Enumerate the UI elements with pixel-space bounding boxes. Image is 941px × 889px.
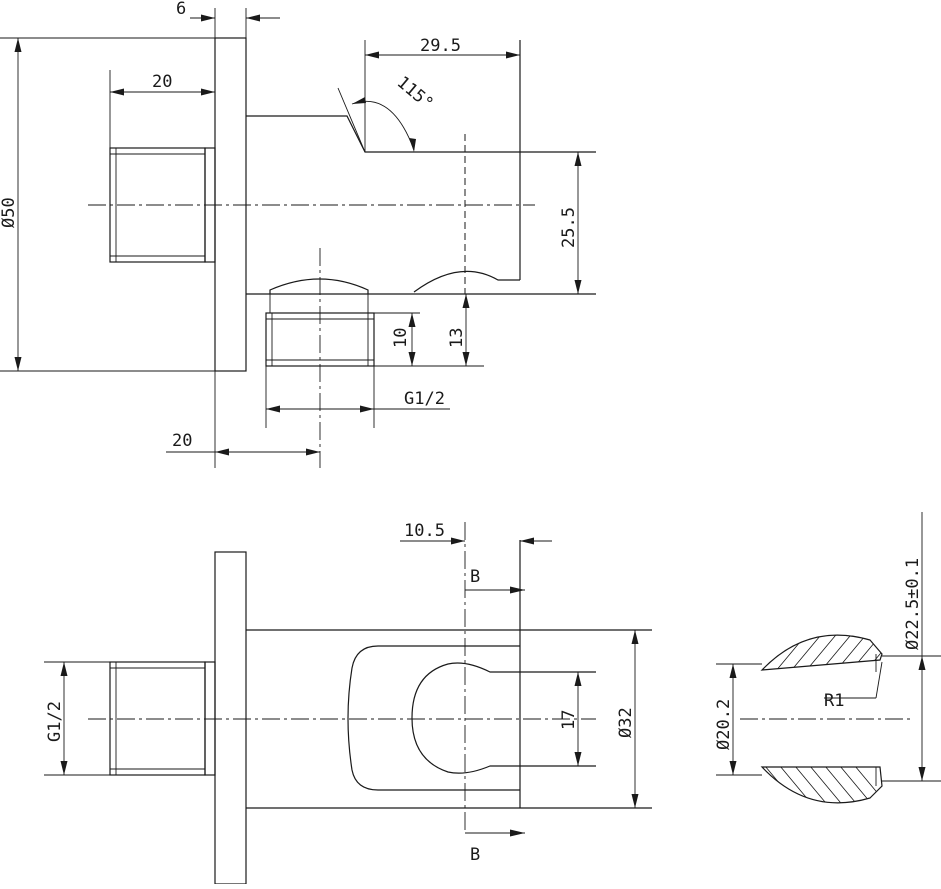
dim-section-radius: R1 (824, 691, 844, 711)
dim-top-angle: 115° (393, 73, 437, 115)
dim-bottom-diameter-32: Ø32 (616, 707, 636, 738)
top-holder-upper-edge (246, 115, 415, 153)
dim-bottom-slot-17: 17 (559, 710, 579, 730)
dim-top-height-25-5: 25.5 (559, 207, 579, 248)
section-mark-top: B (470, 567, 480, 587)
dim-top-thread: G1/2 (404, 389, 445, 409)
dim-top-length-20: 20 (152, 72, 172, 92)
top-holder-cradle-arc (413, 270, 520, 293)
dim-section-diameter-20-2: Ø20.2 (714, 699, 734, 750)
section-mark-bottom: B (470, 845, 480, 865)
dim-bottom-width-10-5: 10.5 (404, 521, 445, 541)
bottom-keyhole-slot (411, 662, 596, 774)
dim-section-diameter-22-5: Ø22.5±0.1 (903, 558, 923, 650)
bottom-flange-plate (214, 551, 247, 885)
dim-top-thickness: 6 (176, 0, 186, 19)
dim-top-offset-13: 13 (447, 328, 467, 348)
dim-bottom-thread: G1/2 (45, 701, 65, 742)
section-upper-segment (760, 634, 883, 671)
dim-top-width-29-5: 29.5 (420, 36, 461, 56)
top-flange-plate (214, 37, 247, 372)
top-side-view: 6 20 Ø50 29.5 115° 25.5 10 (0, 0, 596, 468)
bottom-thread-nipple (109, 661, 206, 776)
dim-top-diameter-50: Ø50 (0, 197, 19, 228)
dim-top-offset-20: 20 (172, 431, 192, 451)
top-outlet-dome (269, 278, 369, 294)
dim-top-offset-10: 10 (391, 328, 411, 348)
bottom-holder-recess (347, 645, 520, 791)
section-b-view: Ø22.5±0.1 Ø20.2 R1 (714, 512, 941, 804)
section-lower-segment (760, 766, 883, 804)
bottom-front-view: B B 10.5 G1/2 17 Ø32 (44, 521, 652, 885)
